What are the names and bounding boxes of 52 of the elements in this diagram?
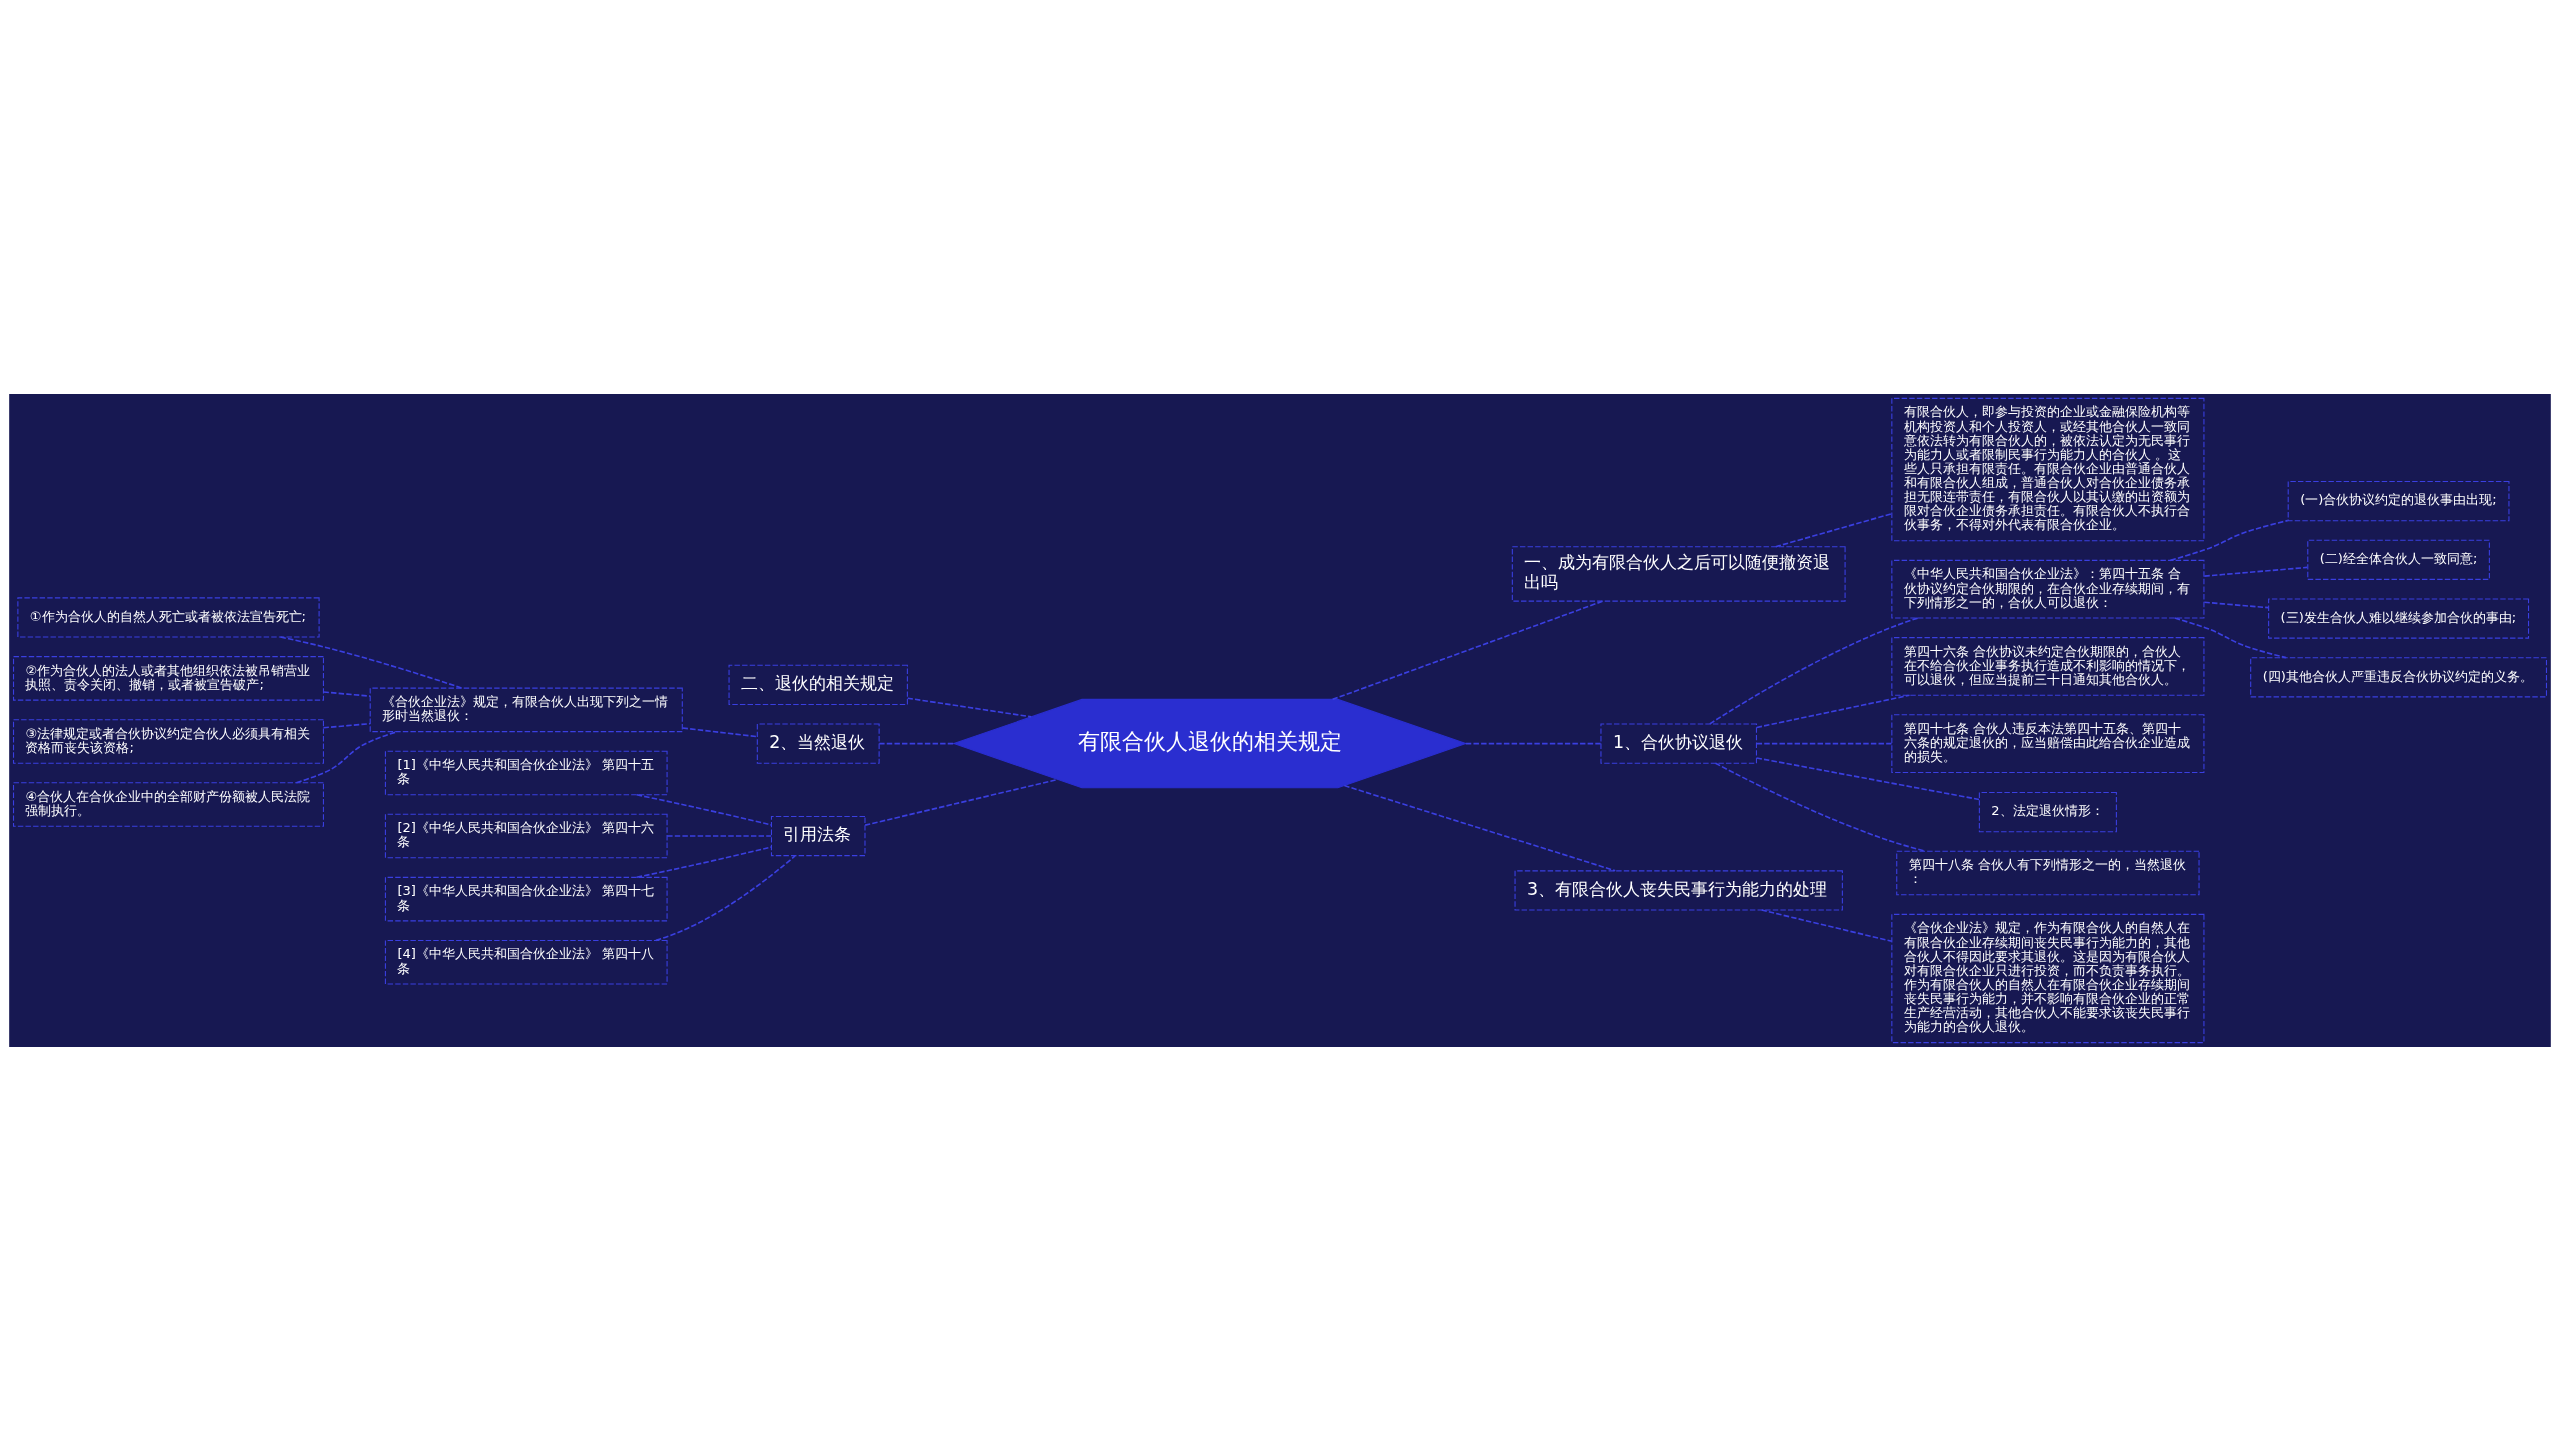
connector xyxy=(1709,617,1919,725)
connector xyxy=(864,778,1059,826)
connector xyxy=(295,730,398,784)
node-box: 《合伙企业法》规定，作为有限合伙人的自然人在有限合伙企业存续期间丧失民事行为能力的，其他合伙人不得因此要求其退伙。这是因为有限合伙人对有限合伙企业只进行投资，而不负责事务执行。作为有限合伙人的自然人在有限合伙企业存续期间丧失民事行为能力，并不影响有限合伙企业的正常生产经营活动，其他合伙人不能要求该丧失民事行为能力的合伙人退伙。 xyxy=(1891,913,2205,1044)
node-box: 3、有限合伙人丧失民事行为能力的处理 xyxy=(1514,870,1843,911)
connector xyxy=(1464,742,1602,745)
node-box: 2、当然退伙 xyxy=(756,723,880,764)
connector xyxy=(1755,742,1893,745)
connector xyxy=(655,855,796,942)
node-box: (三)发生合伙人难以继续参加合伙的事由; xyxy=(2268,598,2530,639)
node-box: 第四十八条 合伙人有下列情形之一的，当然退伙： xyxy=(1896,850,2200,896)
node-box: 《合伙企业法》规定，有限合伙人出现下列之一情形时当然退伙： xyxy=(369,687,683,733)
connector xyxy=(1331,600,1604,701)
node-box: 引用法条 xyxy=(770,815,866,857)
node-box: 1、合伙协议退伙 xyxy=(1600,723,1757,764)
node-box: ③法律规定或者合伙协议约定合伙人必须具有相关资格而丧失该资格; xyxy=(13,719,324,764)
connector xyxy=(635,793,773,826)
node-box: 二、退伙的相关规定 xyxy=(728,664,908,705)
connector xyxy=(322,722,371,729)
connector xyxy=(1760,909,1893,943)
connector xyxy=(1755,694,1911,729)
node-box: [2]《中华人民共和国合伙企业法》 第四十六条 xyxy=(384,813,668,859)
node-box: [3]《中华人民共和国合伙企业法》 第四十七条 xyxy=(384,876,668,922)
node-box: 一、成为有限合伙人之后可以随便撤资退出吗 xyxy=(1511,546,1846,602)
connector xyxy=(906,697,1032,718)
connector xyxy=(1343,784,1617,872)
node-box: 第四十七条 合伙人违反本法第四十五条、第四十六条的规定退伙的，应当赔偿由此给合伙企业造成的损失。 xyxy=(1891,714,2205,773)
node-box: [4]《中华人民共和国合伙企业法》 第四十八条 xyxy=(384,939,668,985)
node-box: 第四十六条 合伙协议未约定合伙期限的，合伙人在不给合伙企业事务执行造成不利影响的情况下，可以退伙，但应当提前三十日通知其他合伙人。 xyxy=(1891,637,2205,696)
connector xyxy=(1755,757,1981,801)
connector xyxy=(878,742,955,745)
connector xyxy=(1714,762,1927,852)
connector xyxy=(635,846,773,879)
node-box: (二)经全体合伙人一致同意; xyxy=(2307,539,2490,580)
connector xyxy=(279,636,463,689)
node-box: 2、法定退伙情形： xyxy=(1978,792,2117,833)
connector xyxy=(666,835,773,837)
node-box: (一)合伙协议约定的退伙事由出现; xyxy=(2287,481,2510,522)
node-box: [1]《中华人民共和国合伙企业法》 第四十五条 xyxy=(384,750,668,796)
node-box: ①作为合伙人的自然人死亡或者被依法宣告死亡; xyxy=(17,597,320,638)
node-box: ④合伙人在合伙企业中的全部财产份额被人民法院强制执行。 xyxy=(13,782,324,827)
connector xyxy=(2203,601,2270,609)
connector xyxy=(1774,512,1893,548)
connector xyxy=(681,727,758,738)
node-box: ②作为合伙人的法人或者其他组织依法被吊销营业执照、责令关闭、撤销，或者被宣告破产; xyxy=(13,656,324,701)
connector xyxy=(322,691,371,697)
connector xyxy=(2169,519,2289,562)
connector xyxy=(2173,617,2287,659)
connector xyxy=(2203,566,2309,577)
node-box: 有限合伙人，即参与投资的企业或金融保险机构等机构投资人和个人投资人，或经其他合伙人一致同意依法转为有限合伙人的，被依法认定为无民事行为能力人或者限制民事行为能力人的合伙人 。这些人只承担有限责任。有限合伙企业由普通合伙人和有限合伙人组成，普通合伙人对合伙企业债务承担无限连带责任，有限合伙人以其认缴的出资额为限对合伙企业债务承担责任。有限合伙人不执行合伙事务，不得对外代表有限合伙企业。 xyxy=(1891,397,2205,542)
node-box: 《中华人民共和国合伙企业法》：第四十五条 合伙协议约定合伙期限的，在合伙企业存续期间，有下列情形之一的，合伙人可以退伙： xyxy=(1891,559,2205,619)
node-box: (四)其他合伙人严重违反合伙协议约定的义务。 xyxy=(2250,657,2547,698)
